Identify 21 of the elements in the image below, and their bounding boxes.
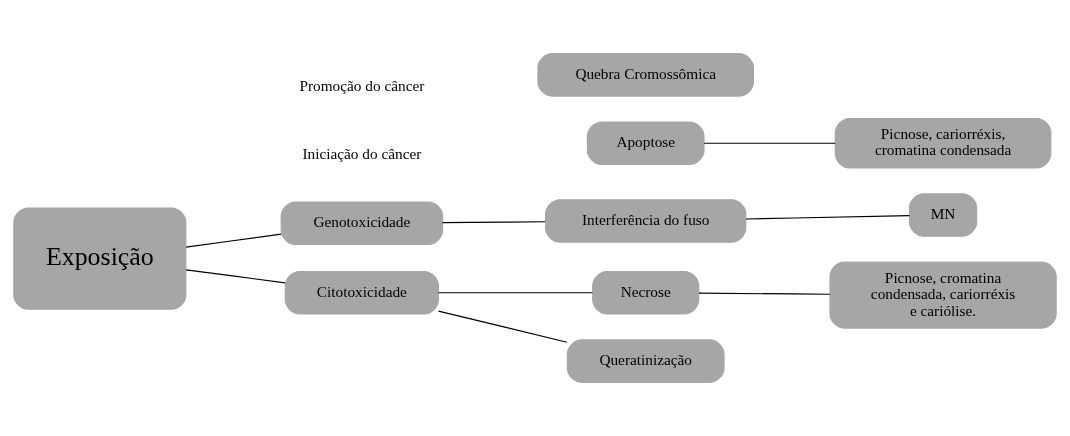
connector [437,292,594,294]
connector [698,292,831,295]
connector [745,215,910,220]
node-box: Quebra Cromossômica [537,53,755,97]
connector [185,233,282,248]
node-box: Apoptose [586,121,705,165]
connector [185,269,286,284]
node-box: Citotoxicidade [284,271,439,315]
node-box: MN [908,193,978,237]
label: Iniciação do câncer [302,145,422,162]
node-box: Necrose [592,271,700,315]
node-box: Picnose, cromatina condensada, cariorréxis e cariólise. [829,261,1057,329]
node-box: Queratinização [566,339,725,383]
label: Promoção do câncer [299,76,425,94]
node-box: Picnose, cariorréxis, cromatina condensada [834,117,1052,169]
connector [703,142,836,144]
connector [442,221,546,224]
connector [437,310,568,343]
node-box: Genotoxicidade [280,201,444,246]
node-box: Interferência do fuso [545,199,747,243]
node-box: Exposição [13,207,187,310]
